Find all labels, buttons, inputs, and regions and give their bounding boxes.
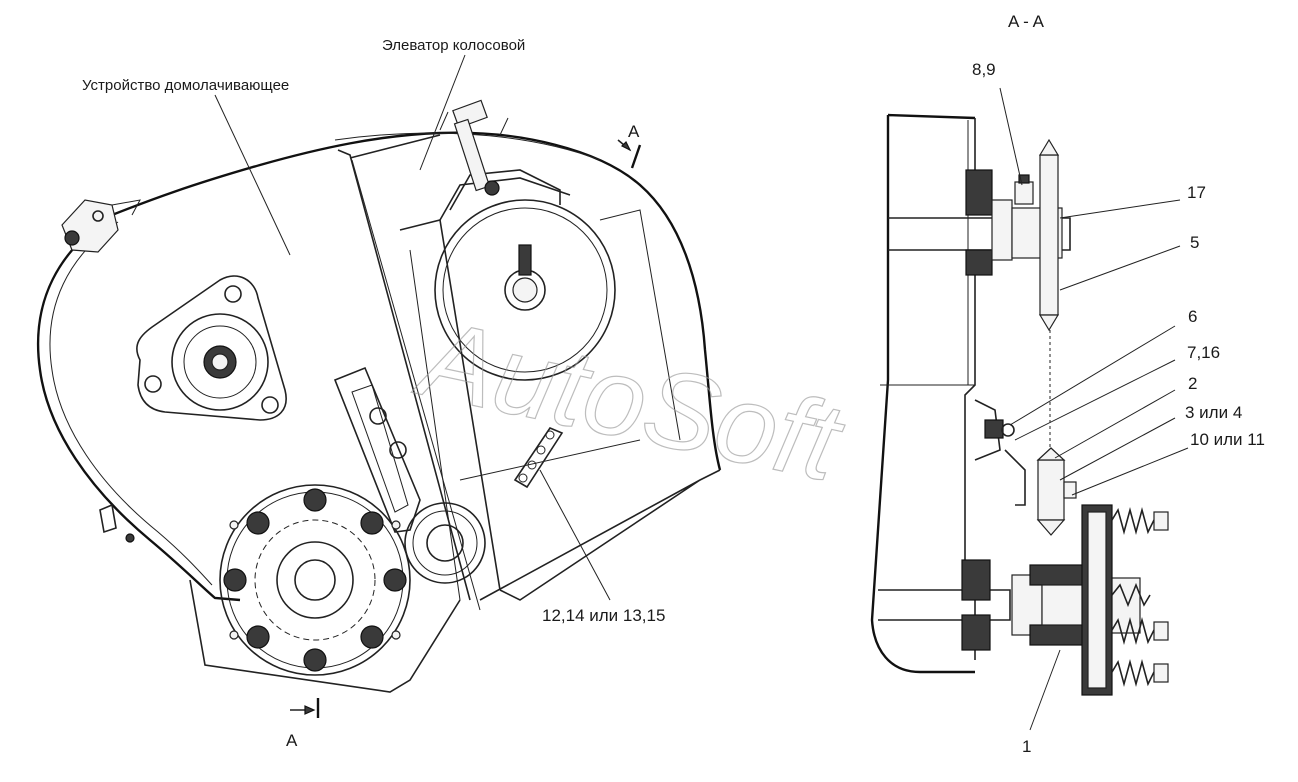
section-letter-bottom: A bbox=[286, 731, 298, 750]
section-marker-top: A bbox=[617, 122, 642, 169]
leader-threshing-device bbox=[214, 94, 291, 256]
fastener-plate bbox=[513, 427, 564, 489]
housing-inner-outline bbox=[49, 221, 213, 586]
label-threshing-device: Устройство домолачивающее bbox=[82, 77, 289, 94]
section-wall-inner bbox=[880, 120, 975, 386]
mounting-bracket bbox=[61, 199, 141, 253]
leader-ear-elevator bbox=[419, 54, 466, 171]
callout-7-16: 7,16 bbox=[1187, 343, 1220, 362]
tensioner-bracket bbox=[974, 399, 1077, 536]
section-letter-top: A bbox=[628, 122, 640, 141]
elevator-drive-drum bbox=[434, 169, 616, 381]
adjusting-plate bbox=[333, 366, 421, 533]
section-marker-bottom: A bbox=[286, 698, 320, 750]
label-ear-elevator: Элеватор колосовой bbox=[382, 37, 525, 54]
callout-17: 17 bbox=[1187, 183, 1206, 202]
leader-fasteners bbox=[539, 469, 611, 601]
label-fasteners: 12,14 или 13,15 bbox=[542, 606, 665, 625]
idler-pulley bbox=[404, 502, 486, 584]
upper-shaft bbox=[888, 138, 1071, 332]
threshing-device-cover bbox=[136, 275, 287, 421]
left-assembly-view: A bbox=[36, 37, 722, 750]
callout-8-9: 8,9 bbox=[972, 60, 996, 79]
callout-2: 2 bbox=[1188, 374, 1197, 393]
callout-5: 5 bbox=[1190, 233, 1199, 252]
clip-lower-left bbox=[99, 503, 135, 543]
section-view: A - A bbox=[870, 12, 1265, 756]
elevator-wall-inner bbox=[351, 159, 481, 611]
callout-6: 6 bbox=[1188, 307, 1197, 326]
watermark: AutoSoft bbox=[406, 295, 855, 505]
housing-outline bbox=[36, 131, 722, 602]
main-drive-hub bbox=[189, 484, 461, 693]
lower-shaft-clutch bbox=[878, 504, 1169, 696]
callout-3-or-4: 3 или 4 bbox=[1185, 403, 1242, 422]
tensioner-bolt bbox=[439, 99, 509, 196]
section-title: A - A bbox=[1008, 12, 1045, 31]
callout-1: 1 bbox=[1022, 737, 1031, 756]
section-body-profile bbox=[870, 113, 976, 674]
elevator-inner-panel bbox=[409, 209, 681, 601]
elevator-wall-left bbox=[337, 149, 471, 601]
callout-leaders bbox=[999, 87, 1189, 731]
clutch-springs bbox=[1111, 506, 1169, 688]
callout-10-or-11: 10 или 11 bbox=[1190, 430, 1265, 449]
